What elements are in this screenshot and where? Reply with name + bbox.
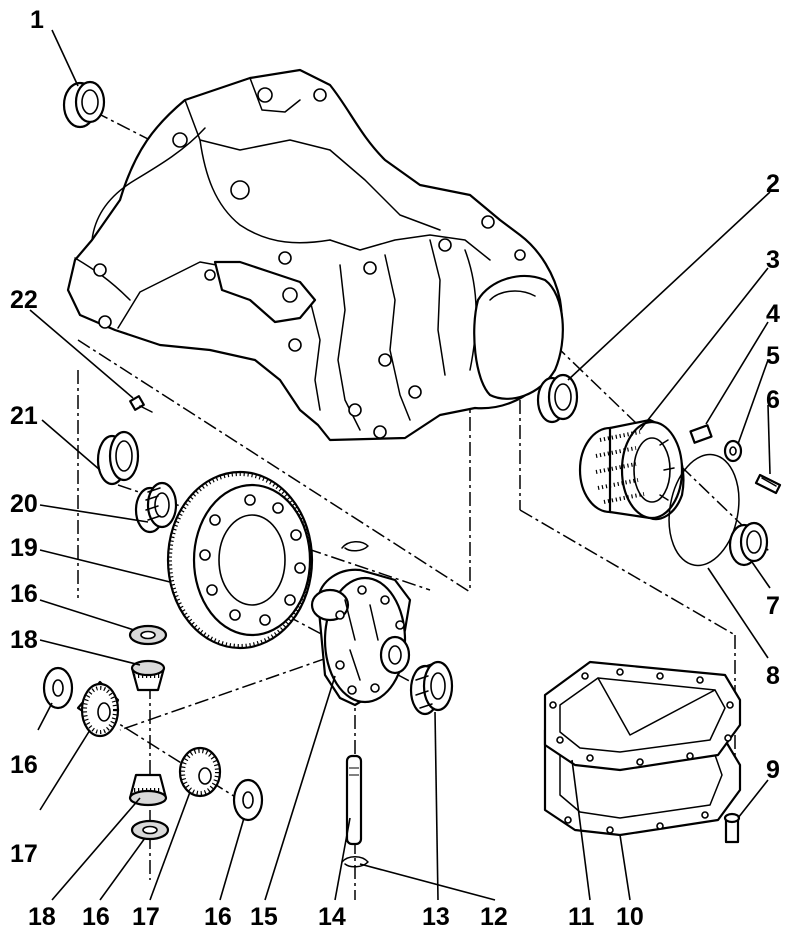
- housing-bolt-holes: [93, 87, 526, 439]
- lock-tab-4: [689, 424, 713, 444]
- oil-seal-1: [62, 80, 106, 129]
- bolt-9: [723, 812, 741, 844]
- callout-17-left: 17: [10, 840, 38, 868]
- oil-pan-bolt-holes: [564, 811, 709, 834]
- callout-14: 14: [318, 903, 346, 931]
- differential-pinion-18-top: [130, 659, 166, 692]
- callout-3: 3: [766, 246, 780, 274]
- callout-8: 8: [766, 662, 780, 690]
- ring-gear-19: [166, 470, 314, 650]
- callout-16-top: 16: [10, 580, 38, 608]
- callout-12: 12: [480, 903, 508, 931]
- differential-pinion-18-bottom: [128, 773, 168, 807]
- callout-10: 10: [616, 903, 644, 931]
- clip-12-upper: [341, 541, 369, 552]
- callout-17-bottom: 17: [132, 903, 160, 931]
- washer-5: [723, 439, 743, 463]
- callout-22: 22: [10, 286, 38, 314]
- callout-16-left: 16: [10, 751, 38, 779]
- callout-9: 9: [766, 756, 780, 784]
- case-bolt-holes: [335, 585, 405, 695]
- ring-gear-bolt-holes: [199, 494, 306, 626]
- leader-lines: [29, 29, 771, 901]
- callout-16-bottom: 16: [82, 903, 110, 931]
- callout-18-bottom: 18: [28, 903, 56, 931]
- callout-2: 2: [766, 170, 780, 198]
- side-gear-17-left: [76, 680, 120, 738]
- thrust-washer-16-left: [42, 666, 74, 710]
- callout-16-bottom-right: 16: [204, 903, 232, 931]
- callout-21: 21: [10, 402, 38, 430]
- callout-7: 7: [766, 592, 780, 620]
- transaxle-housing: [66, 68, 564, 442]
- oil-seal-7: [728, 521, 769, 567]
- thrust-washer-16-right: [232, 778, 264, 822]
- clip-12-lower: [341, 856, 369, 868]
- bearing-adjuster-3: [578, 418, 685, 521]
- callout-19: 19: [10, 534, 38, 562]
- callout-18-top: 18: [10, 626, 38, 654]
- side-gear-17-right: [178, 746, 222, 798]
- callout-6: 6: [766, 386, 780, 414]
- callout-4: 4: [766, 300, 780, 328]
- gasket-11: [543, 660, 742, 772]
- callout-11: 11: [568, 903, 595, 931]
- callout-15: 15: [250, 903, 278, 931]
- callout-5: 5: [766, 342, 780, 370]
- roller-bearing-20: [134, 481, 178, 534]
- roller-bearing-13: [409, 660, 454, 716]
- o-ring-8: [668, 453, 740, 567]
- gasket-bolt-holes: [549, 668, 734, 766]
- bolt-22: [129, 395, 153, 413]
- differential-case-15: [310, 568, 412, 707]
- thrust-washer-16-bottom: [130, 819, 170, 841]
- callout-13: 13: [422, 903, 450, 931]
- callout-1: 1: [30, 6, 44, 34]
- thrust-washer-16-top: [128, 624, 168, 646]
- pinion-shaft-14: [345, 754, 363, 846]
- oil-seal-2: [536, 373, 579, 424]
- bolt-6: [754, 473, 782, 495]
- bearing-race-21: [96, 430, 140, 486]
- callout-20: 20: [10, 490, 38, 518]
- callout-numbers: 1 2 3 4 5 6 7 8 9 10 11 12 13 14 15 16 1…: [10, 6, 780, 931]
